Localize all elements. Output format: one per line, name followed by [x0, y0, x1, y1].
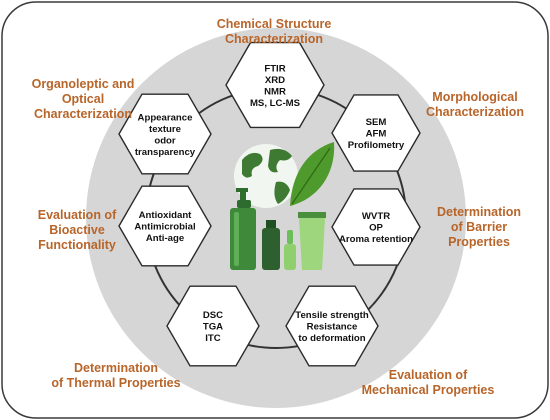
category-label-text: Organoleptic and: [32, 77, 135, 91]
category-label-text: Characterization: [34, 107, 132, 121]
hexagon-shape: [331, 94, 421, 172]
hexagon-technique-text: ITC: [205, 333, 221, 344]
pump-bottle-icon: [230, 188, 256, 270]
category-label-text: Optical: [62, 92, 104, 106]
category-label-text: Evaluation of: [389, 368, 468, 382]
hexagon-technique-text: AFM: [366, 129, 387, 140]
hexagon-technique-text: Appearance: [138, 112, 193, 123]
hexagon-shape: [225, 41, 325, 129]
hexagon-shape: [285, 285, 379, 367]
hexagon-technique-text: Tensile strength: [295, 310, 369, 321]
hexagon-technique-text: odor: [154, 135, 176, 146]
hexagon-technique-text: Anti-age: [146, 233, 184, 244]
hexagon-technique-text: Resistance: [307, 322, 358, 333]
hexagon-technique-text: Antioxidant: [139, 210, 193, 221]
category-label-text: Chemical Structure: [217, 17, 332, 31]
hexagon-technique-text: OP: [369, 223, 383, 234]
category-label-text: Characterization: [225, 32, 323, 46]
category-label-text: Functionality: [38, 238, 116, 252]
dropper-bottle-icon: [284, 230, 296, 270]
hexagon-technique-text: texture: [149, 124, 181, 135]
hexagon-technique-text: DSC: [203, 310, 223, 321]
hexagon-technique-text: WVTR: [362, 211, 390, 222]
hexagon-shape: [118, 185, 212, 267]
hexagon-technique-text: transparency: [135, 147, 196, 158]
eco-cosmetics-illustration: [230, 142, 335, 270]
category-label-text: Determination: [74, 361, 158, 375]
hexagon-technique-text: MS, LC-MS: [250, 98, 301, 109]
category-label-text: of Barrier: [451, 220, 507, 234]
hexagon-shape: [118, 93, 212, 175]
hexagon-technique-text: NMR: [264, 86, 286, 97]
hexagon-technique-text: Antimicrobial: [134, 222, 195, 233]
small-bottle-icon: [262, 220, 280, 270]
tube-icon: [298, 212, 326, 270]
hexagon-shape: [166, 285, 260, 367]
category-label-text: Mechanical Properties: [362, 383, 495, 397]
category-label-text: Bioactive: [49, 223, 105, 237]
category-label-text: Characterization: [426, 105, 524, 119]
globe-icon: [234, 144, 298, 208]
leaf-icon: [290, 142, 335, 206]
hexagon-technique-text: SEM: [366, 117, 387, 128]
category-label-text: Determination: [437, 205, 521, 219]
hexagon-technique-text: TGA: [203, 322, 223, 333]
hexagon-technique-text: Aroma retention: [339, 234, 413, 245]
hexagon-technique-text: FTIR: [264, 63, 285, 74]
category-label-text: Evaluation of: [38, 208, 117, 222]
category-label-text: Morphological: [432, 90, 517, 104]
category-label-text: of Thermal Properties: [51, 376, 180, 390]
hexagon-technique-text: Profilometry: [348, 140, 405, 151]
hexagon-shape: [331, 188, 421, 266]
hexagon-technique-text: XRD: [265, 75, 285, 86]
category-label-text: Properties: [448, 235, 510, 249]
hexagon-technique-text: to deformation: [298, 333, 365, 344]
